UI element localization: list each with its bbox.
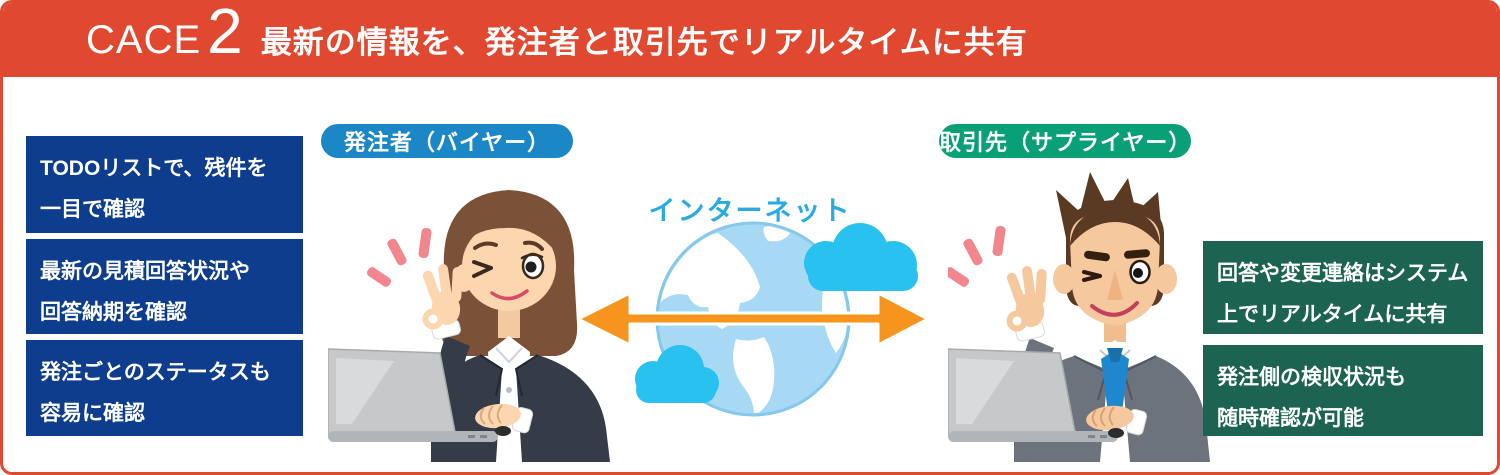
buyer-note-box: 発注ごとのステータスも 容易に確認 — [26, 340, 303, 436]
buyer-note-box: 最新の見積回答状況や 回答納期を確認 — [26, 239, 303, 334]
laptop-icon — [948, 348, 1118, 442]
typing-hand — [1086, 405, 1190, 440]
page-title: 最新の情報を、発注者と取引先でリアルタイムに共有 — [260, 25, 1028, 60]
case-number: 2 — [207, 0, 243, 67]
note-line: 発注ごとのステータスも — [40, 361, 271, 384]
emphasis-marks-icon — [366, 227, 432, 287]
supplier-note-box: 回答や変更連絡はシステム 上でリアルタイムに共有 — [1203, 241, 1483, 334]
case-label: CACE — [86, 18, 202, 62]
note-line: 回答や変更連絡はシステム — [1217, 262, 1469, 285]
header-text: CACE2 最新の情報を、発注者と取引先でリアルタイムに共有 — [86, 0, 1028, 68]
buyer-note-box: TODOリストで、残件を 一目で確認 — [26, 136, 303, 233]
note-line: 上でリアルタイムに共有 — [1217, 303, 1448, 326]
buyer-label-pill: 発注者（バイヤー） — [321, 124, 573, 158]
ok-hand-icon — [422, 264, 463, 330]
header-bar: CACE2 最新の情報を、発注者と取引先でリアルタイムに共有 — [3, 3, 1497, 77]
note-line: 容易に確認 — [40, 402, 145, 425]
note-line: 回答納期を確認 — [40, 301, 187, 324]
buyer-illustration — [328, 190, 610, 462]
double-arrow-icon — [576, 291, 930, 347]
ok-hand-icon — [1006, 266, 1047, 332]
note-line: 最新の見積回答状況や — [40, 260, 250, 283]
note-line: 発注側の検収状況も — [1217, 366, 1406, 389]
typing-hand — [475, 403, 576, 438]
supplier-illustration — [948, 172, 1210, 462]
note-line: 一目で確認 — [40, 198, 145, 221]
note-line: 随時確認が可能 — [1217, 407, 1364, 430]
emphasis-marks-icon — [948, 225, 1006, 287]
cloud-icon — [635, 345, 719, 403]
note-line: TODOリストで、残件を — [40, 157, 268, 180]
laptop-icon — [328, 348, 498, 442]
internet-label: インターネット — [648, 196, 852, 226]
internet-scene — [576, 221, 930, 417]
supplier-note-box: 発注側の検収状況も 随時確認が可能 — [1203, 345, 1483, 436]
supplier-label-pill: 取引先（サプライヤー） — [939, 124, 1191, 158]
cloud-icon — [804, 223, 918, 291]
